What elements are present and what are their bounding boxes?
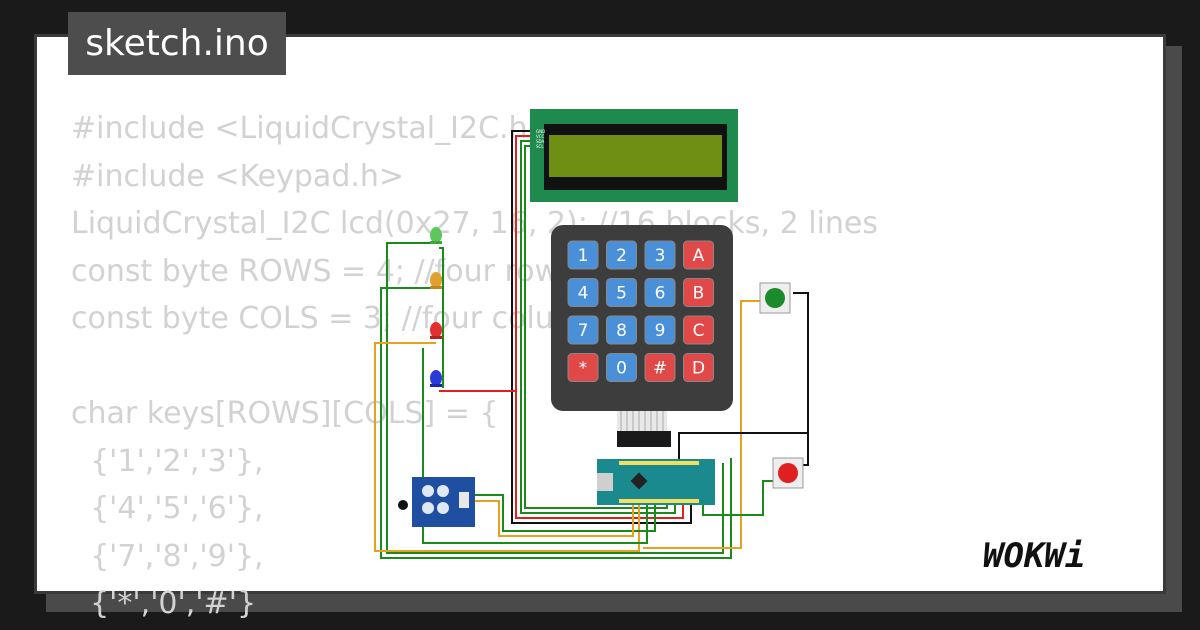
keypad-key-label: A — [693, 246, 705, 266]
lcd-pin-label: GND — [536, 129, 545, 134]
code-line: {'4','5','6'}, — [71, 491, 264, 526]
keypad-key — [644, 240, 676, 270]
code-line: #include <LiquidCrystal_I2C.h> — [71, 111, 553, 146]
keypad-key — [683, 353, 714, 382]
keypad-key — [683, 240, 714, 270]
wokwi-logo: WOKWi — [983, 536, 1085, 576]
keypad-key-label: 6 — [655, 284, 666, 304]
keypad-key-label: 3 — [655, 246, 666, 266]
keypad-key-label: 5 — [616, 284, 627, 304]
preview-card: #include <LiquidCrystal_I2C.h> #include <… — [34, 34, 1166, 621]
keypad-key-label: 1 — [578, 246, 589, 266]
keypad-key — [683, 278, 714, 307]
keypad-key — [644, 353, 676, 382]
lcd-pins: GND VCC SDA SCL — [536, 129, 545, 149]
keypad-key — [644, 278, 676, 307]
keypad-key-label: 8 — [616, 321, 627, 341]
lcd-pin-label: SDA — [536, 139, 545, 144]
button-icon — [759, 282, 804, 489]
keypad-key — [606, 278, 637, 307]
keypad-key — [644, 315, 676, 345]
circuit-diagram: GND VCC SDA SCL 1 2 3 A 4 5 6 B 7 8 9 C * 0 # D — [374, 109, 809, 559]
keypad-key — [567, 315, 599, 345]
keypad-key — [567, 240, 599, 270]
keypad-key-label: D — [692, 359, 705, 379]
code-line: #include <Keypad.h> — [71, 158, 405, 194]
code-line: {'*','0','#'} — [71, 586, 257, 621]
code-line: {'1','2','3'}, — [71, 443, 264, 479]
keypad-key-label: # — [653, 359, 667, 379]
keypad-key — [567, 278, 599, 307]
keypad-keys: 1 2 3 A 4 5 6 B 7 8 9 C * 0 # D — [567, 240, 714, 382]
lcd-icon: GND VCC SDA SCL — [530, 109, 738, 202]
keypad-key — [567, 353, 599, 382]
arduino-nano-icon — [597, 459, 715, 505]
keypad-key-label: 0 — [616, 359, 627, 379]
keypad-key — [683, 315, 714, 345]
keypad-key-label: 4 — [578, 284, 589, 304]
keypad-icon: 1 2 3 A 4 5 6 B 7 8 9 C * 0 # D — [551, 225, 733, 447]
keypad-key — [606, 315, 637, 345]
keypad-key-label: 2 — [616, 246, 627, 266]
led-icon — [430, 227, 442, 387]
logo-text: WOKWi — [983, 536, 1085, 576]
keypad-key-label: 9 — [655, 321, 666, 341]
keypad-key-label: B — [693, 284, 705, 304]
code-line: {'7','8','9'}, — [71, 538, 264, 574]
file-title-tag: sketch.ino — [68, 12, 286, 75]
ir-receiver-icon — [398, 477, 475, 527]
keypad-key-label: C — [693, 321, 705, 341]
keypad-key — [606, 353, 637, 382]
file-title: sketch.ino — [85, 23, 269, 64]
keypad-key-label: * — [579, 359, 588, 379]
lcd-pin-label: VCC — [536, 134, 545, 139]
lcd-pin-label: SCL — [536, 144, 544, 149]
wires — [374, 130, 809, 559]
keypad-key-label: 7 — [578, 321, 589, 341]
code-preview: #include <LiquidCrystal_I2C.h> #include <… — [71, 105, 878, 628]
keypad-key — [606, 240, 637, 270]
